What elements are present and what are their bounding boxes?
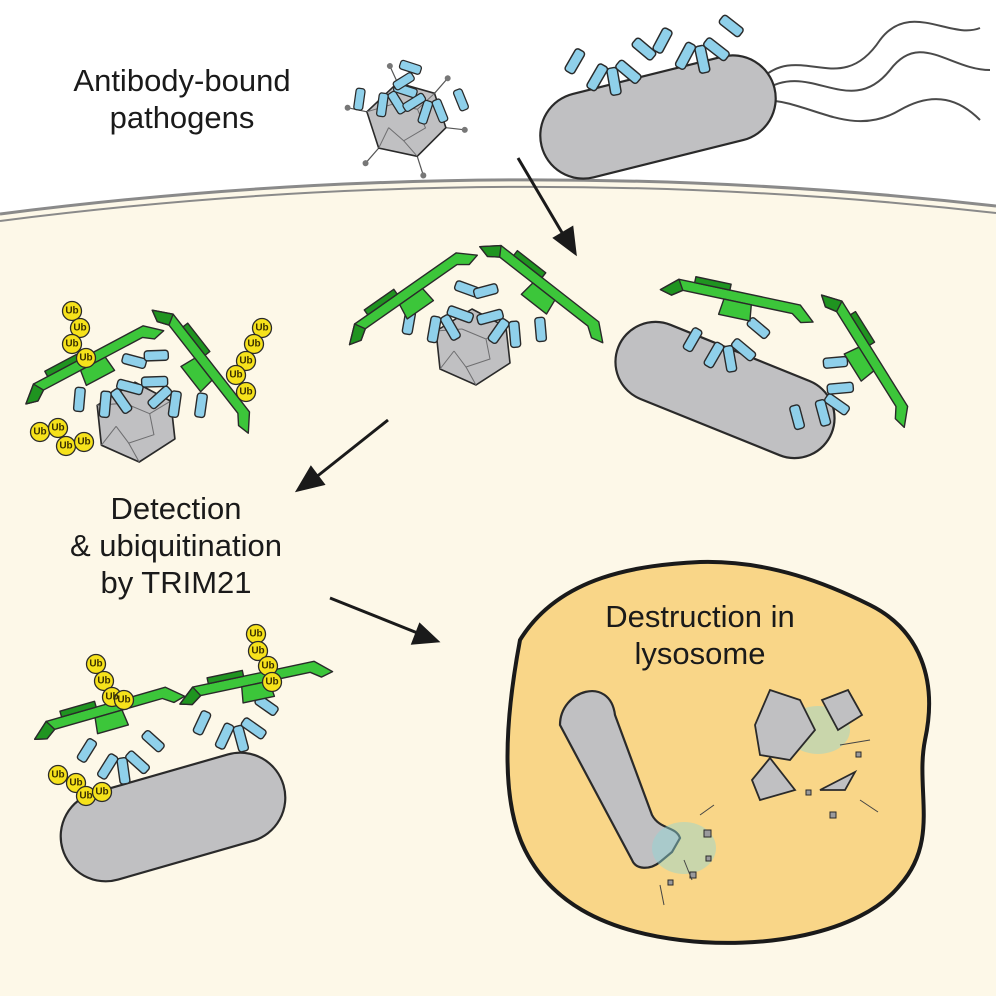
ubiquitin-label: Ub [51,423,64,434]
label-antibody-bound-line2: pathogens [109,100,255,135]
ubiquitin-label: Ub [73,323,86,334]
ubiquitin-label: Ub [33,427,46,438]
label-destruction-in-lysosome: Destruction in lysosome [560,598,840,672]
arrow-detection [314,418,389,480]
label-antibody-bound-pathogens: Antibody-bound pathogens [32,62,332,136]
ubiquitin-label: Ub [89,659,102,670]
ubiquitin-label: Ub [79,791,92,802]
ubiquitin-label: Ub [117,695,130,706]
cell-membrane-outer [0,178,996,216]
ubiquitin-label: Ub [59,441,72,452]
label-antibody-bound-line1: Antibody-bound [73,63,291,98]
ubiquitin-label: Ub [69,778,82,789]
arrow-detection-head [294,465,326,493]
arrow-destruction [329,596,421,636]
label-detection-line2: & ubiquitination [70,528,282,563]
ubiquitin-label: Ub [239,387,252,398]
bacterium-trim21-complex [614,269,922,460]
label-destruction-line1: Destruction in [605,599,795,634]
ubiquitin-label: Ub [105,692,118,703]
ubiquitin-label: Ub [79,353,92,364]
label-destruction-line2: lysosome [634,636,766,671]
ubiquitin-label: Ub [251,646,264,657]
arrow-entry [516,157,566,237]
extracellular-virus [344,51,475,179]
extracellular-bacterium [539,9,991,180]
arrow-entry-head [552,225,577,257]
ubiquitin-label: Ub [97,676,110,687]
ubiquitin-label: Ub [265,677,278,688]
lysosome [505,559,932,945]
ubiquitin-label: Ub [249,629,262,640]
ubiquitin-label: Ub [247,339,260,350]
degraded-bacterium [558,690,716,906]
ubiquitin-label: Ub [77,437,90,448]
ubiquitin-label: Ub [95,787,108,798]
cell-membrane-inner [0,185,996,222]
arrows [294,157,577,645]
label-detection-ubiquitination: Detection & ubiquitination by TRIM21 [36,490,316,601]
ubiquitin-label: Ub [65,339,78,350]
ubiquitin-label: Ub [239,356,252,367]
ubiquitin-label: Ub [255,323,268,334]
ubiquitin-label: Ub [229,370,242,381]
ubiquitin-label: Ub [261,661,274,672]
ubiquitin-label: Ub [51,770,64,781]
degraded-virus [750,688,879,819]
label-detection-line1: Detection [110,491,242,526]
ubiquitin-label: Ub [65,306,78,317]
label-detection-line3: by TRIM21 [100,565,252,600]
arrow-destruction-head [410,622,441,645]
